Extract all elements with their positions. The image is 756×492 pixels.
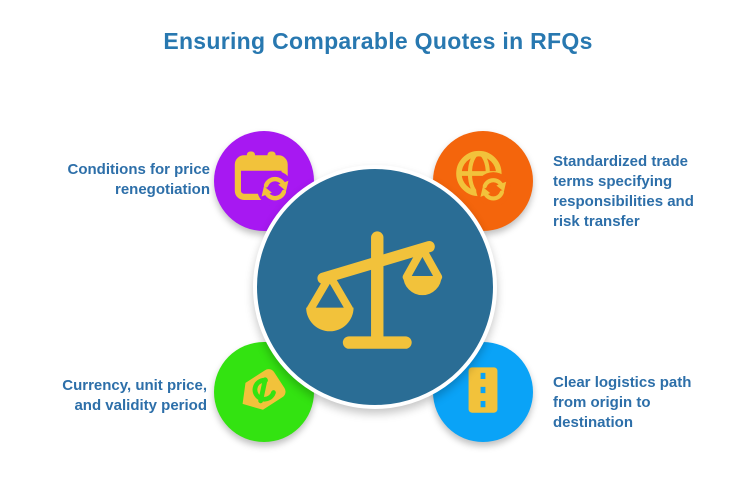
label-renegotiation: Conditions for price renegotiation	[67, 161, 211, 198]
price-tag-icon	[229, 355, 299, 430]
balance-scale-icon	[296, 206, 454, 369]
road-icon	[450, 357, 516, 428]
calendar-sync-icon	[231, 146, 297, 217]
label-pricing: Currency, unit price, and validity perio…	[62, 377, 207, 414]
center-circle	[253, 165, 497, 409]
page-title: Ensuring Comparable Quotes in RFQs	[163, 28, 593, 54]
bubble-renegotiation	[214, 131, 314, 231]
label-trade-terms: Standardized trade terms specifying resp…	[553, 153, 694, 230]
globe-sync-icon	[450, 146, 516, 217]
label-logistics: Clear logistics path from origin to dest…	[553, 374, 692, 431]
